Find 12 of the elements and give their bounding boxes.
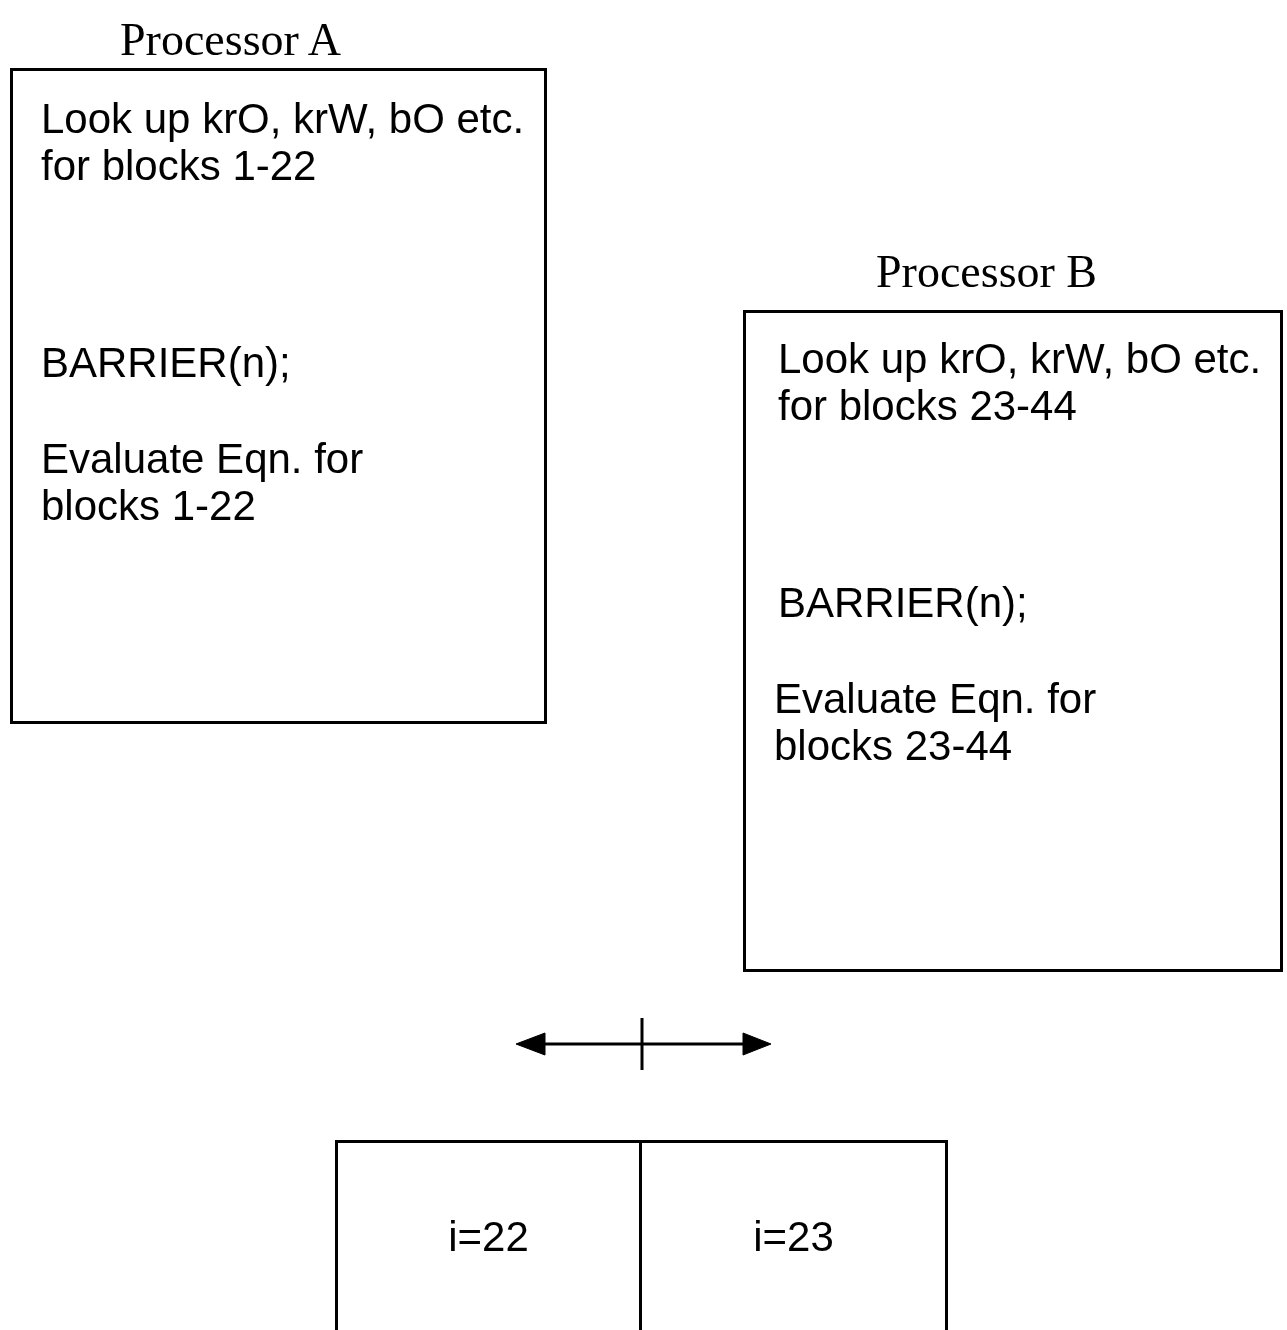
block-cell <box>639 1140 948 1330</box>
code-text: Look up krO, krW, bO etc. for blocks 23-44 <box>778 335 1263 430</box>
code-text: Evaluate Eqn. for blocks 23-44 <box>774 675 1098 770</box>
cell-label: i=22 <box>448 1213 529 1262</box>
processor-heading: Processor B <box>876 245 1098 298</box>
code-text: BARRIER(n); <box>778 579 1029 627</box>
code-text: BARRIER(n); <box>41 339 292 387</box>
code-text: Evaluate Eqn. for blocks 1-22 <box>41 435 365 530</box>
block-cell <box>335 1140 642 1330</box>
processor-heading: Processor A <box>120 13 342 66</box>
cell-label: i=23 <box>753 1213 834 1262</box>
code-text: Look up krO, krW, bO etc. for blocks 1-22 <box>41 95 526 190</box>
